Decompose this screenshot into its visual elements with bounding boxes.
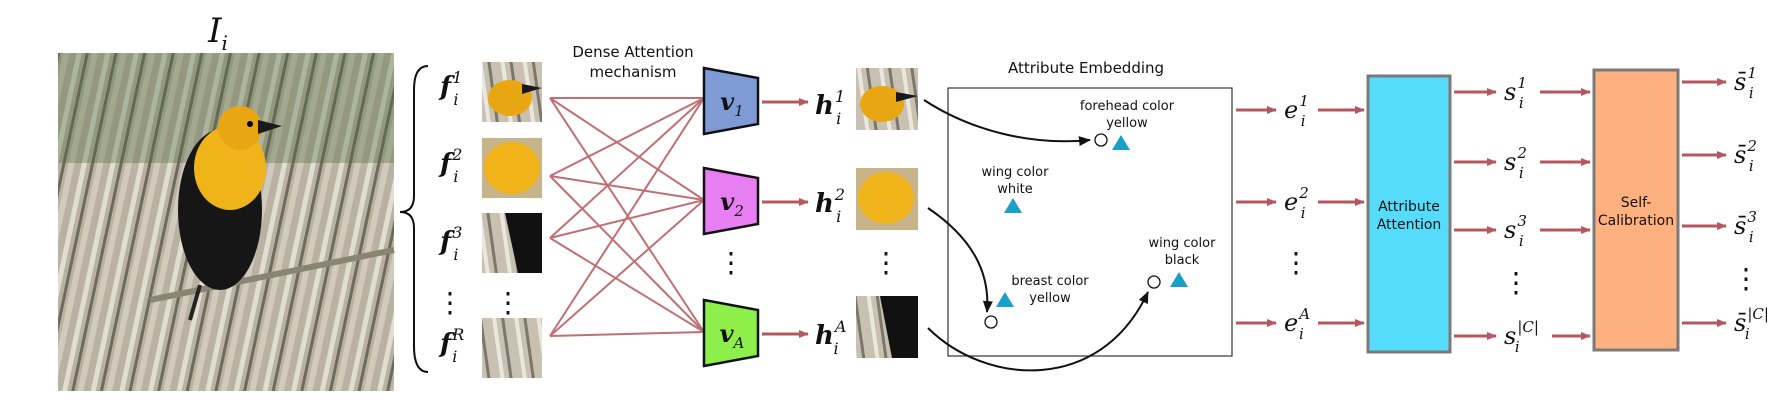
attention-vector-2: v2	[702, 166, 760, 236]
svg-text:v1: v1	[720, 87, 744, 120]
feature-patch-3	[482, 213, 542, 273]
dense-attention-mesh	[549, 97, 705, 337]
embedding-ellipsis: ⋮	[1282, 246, 1310, 279]
attention-vector-ellipsis: ⋮	[717, 246, 745, 279]
feature-ellipsis-patch: ⋮	[494, 286, 522, 319]
label-forehead-color: forehead color	[1080, 99, 1175, 114]
attribute-attention-block	[1366, 74, 1452, 354]
label-wing-color-white: wing color	[982, 165, 1050, 180]
image-label: Ii	[207, 11, 228, 55]
feature-ellipsis: ⋮	[436, 286, 464, 319]
attribute-marker-forehead	[1112, 135, 1130, 150]
attribute-marker-wing-black	[1170, 272, 1188, 287]
feature-patch-1	[482, 62, 542, 122]
calibrated-score-C: s̄|C|i	[1734, 305, 1769, 343]
mapping-arrow-h1	[923, 99, 1091, 147]
embedding-point-forehead	[1094, 133, 1108, 147]
self-calibration-label-2: Calibration	[1598, 213, 1674, 229]
bird-photo	[58, 53, 395, 391]
score-label-C: s|C|i	[1504, 318, 1539, 356]
svg-text:v2: v2	[720, 187, 744, 220]
dense-attention-subtitle: mechanism	[590, 63, 677, 81]
attention-vector-A: vA	[702, 298, 760, 368]
feature-patch-R	[482, 318, 542, 378]
calibrated-ellipsis: ⋮	[1732, 262, 1760, 295]
score-ellipsis: ⋮	[1502, 266, 1530, 299]
label-breast-value: yellow	[1029, 291, 1071, 306]
attribute-marker-breast	[996, 292, 1014, 307]
dense-attention-title: Dense Attention	[572, 43, 693, 61]
hidden-patch-1	[856, 68, 918, 130]
feature-brace	[399, 65, 429, 373]
mapping-arrow-hA	[927, 291, 1149, 372]
label-wing-black-value: black	[1165, 253, 1200, 268]
label-breast-color: breast color	[1011, 274, 1089, 289]
label-wing-white-value: white	[997, 182, 1033, 197]
svg-text:vA: vA	[720, 319, 745, 352]
attention-vector-1: v1	[702, 66, 760, 136]
hidden-patch-2	[856, 168, 918, 230]
attribute-marker-wing-white	[1004, 198, 1022, 213]
mapping-arrow-h2	[927, 207, 993, 313]
attribute-attention-label-2: Attention	[1377, 217, 1442, 233]
hidden-patch-A	[856, 296, 918, 358]
attribute-embedding-title: Attribute Embedding	[1008, 59, 1164, 77]
self-calibration-block	[1592, 68, 1680, 352]
embedding-point-breast	[984, 315, 998, 329]
label-wing-color-black: wing color	[1149, 236, 1217, 251]
embedding-point-wing-black	[1147, 275, 1161, 289]
feature-patch-2	[482, 138, 542, 198]
label-forehead-value: yellow	[1106, 116, 1148, 131]
hidden-ellipsis: ⋮	[872, 246, 900, 279]
self-calibration-label-1: Self-	[1621, 195, 1652, 211]
attribute-attention-label-1: Attribute	[1378, 199, 1440, 215]
